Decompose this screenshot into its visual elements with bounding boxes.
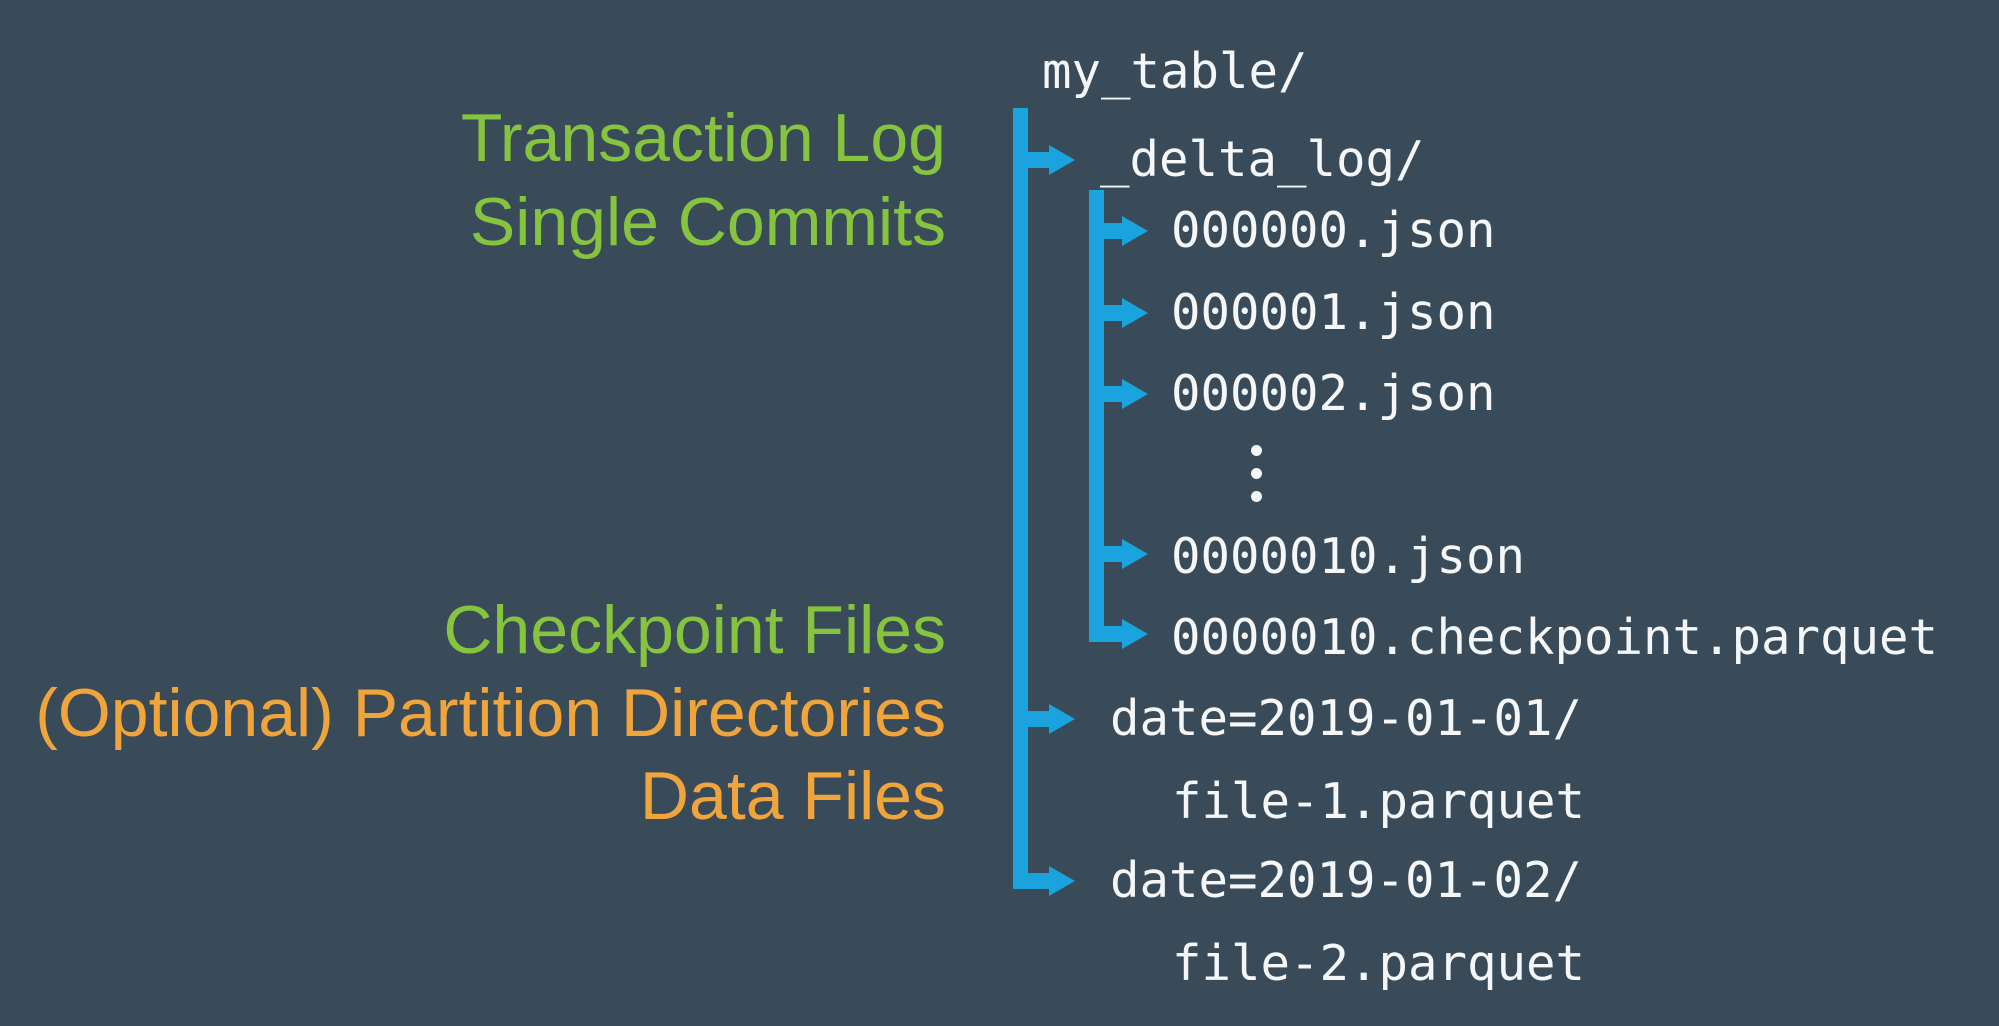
right-arrow-icon bbox=[1122, 216, 1148, 246]
tree-trunk-line bbox=[1013, 108, 1028, 889]
branch-arm bbox=[1089, 223, 1122, 239]
branch-arm bbox=[1013, 152, 1049, 168]
right-arrow-icon bbox=[1122, 619, 1148, 649]
branch-arm bbox=[1013, 711, 1049, 727]
tree-sub-trunk-line bbox=[1089, 190, 1104, 642]
branch-arm bbox=[1089, 546, 1122, 562]
tree-node-partition-dir-2: date=2019-01-02/ bbox=[1110, 852, 1583, 909]
label-partition-directories: (Optional) Partition Directories bbox=[35, 675, 946, 751]
tree-node-commit-json-2: 000002.json bbox=[1171, 365, 1496, 422]
tree-node-root-dir: my_table/ bbox=[1042, 43, 1308, 100]
tree-node-commit-json-10: 0000010.json bbox=[1171, 528, 1526, 585]
branch-arm bbox=[1013, 873, 1049, 889]
tree-node-delta-log-dir: _delta_log/ bbox=[1100, 131, 1425, 188]
right-arrow-icon bbox=[1049, 866, 1075, 896]
branch-arm bbox=[1089, 386, 1122, 402]
label-checkpoint-files: Checkpoint Files bbox=[443, 592, 946, 668]
tree-node-commit-json-1: 000001.json bbox=[1171, 284, 1496, 341]
label-single-commits: Single Commits bbox=[469, 184, 946, 260]
ellipsis-dot bbox=[1251, 468, 1262, 479]
tree-node-data-file-2: file-2.parquet bbox=[1172, 935, 1586, 992]
right-arrow-icon bbox=[1049, 704, 1075, 734]
tree-node-commit-json-0: 000000.json bbox=[1171, 202, 1496, 259]
right-arrow-icon bbox=[1122, 298, 1148, 328]
label-data-files: Data Files bbox=[639, 758, 946, 834]
ellipsis-dot bbox=[1251, 445, 1262, 456]
label-transaction-log: Transaction Log bbox=[460, 100, 946, 176]
right-arrow-icon bbox=[1122, 539, 1148, 569]
tree-node-checkpoint-file: 0000010.checkpoint.parquet bbox=[1171, 609, 1939, 666]
right-arrow-icon bbox=[1122, 379, 1148, 409]
right-arrow-icon bbox=[1049, 145, 1075, 175]
tree-node-partition-dir-1: date=2019-01-01/ bbox=[1110, 690, 1583, 747]
branch-arm bbox=[1089, 305, 1122, 321]
tree-node-data-file-1: file-1.parquet bbox=[1172, 773, 1586, 830]
ellipsis-dot bbox=[1251, 491, 1262, 502]
branch-arm bbox=[1089, 626, 1122, 642]
